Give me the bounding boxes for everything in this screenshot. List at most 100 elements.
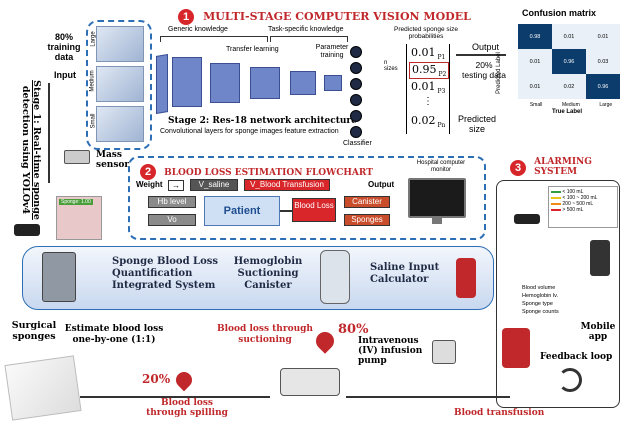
classifier-node [350, 62, 362, 74]
step-2-badge: 2 [140, 164, 156, 180]
task-knowledge-label: Task-specific knowledge [268, 26, 344, 33]
flowchart-box [128, 156, 486, 240]
legend-item: > 500 mL [551, 207, 615, 213]
size-label-small: Small [90, 113, 97, 129]
alarm-panel [496, 180, 620, 408]
cm-cell: 0.01 [518, 49, 552, 74]
canister-box: Canister [344, 196, 390, 208]
n-sizes-label: n sizes [384, 60, 398, 72]
alarm-legend: < 100 mL < 100 ~ 200 mL 200 ~ 500 mL > 5… [548, 186, 618, 228]
phone-icon [590, 240, 610, 276]
feedback-loop-label: Feedback loop [540, 352, 613, 362]
sponges-image [4, 355, 82, 421]
weight-arrow-box: → [168, 180, 184, 191]
vo-box: Vo [148, 214, 196, 226]
transfer-learning-label: Transfer learning [226, 46, 279, 53]
transfusion-label: Blood transfusion [454, 408, 545, 418]
pct-80-label: 80% [338, 322, 369, 337]
refresh-icon [558, 368, 582, 392]
blood-loss-box: Blood Loss [292, 198, 336, 222]
classifier-nodes [350, 40, 380, 150]
conv-layer [324, 75, 342, 91]
transfusion-arrow [346, 396, 510, 398]
stage1-label: Stage 1: Real-time sponge detection usin… [20, 80, 42, 220]
saline-scale-icon [456, 258, 476, 298]
medium-sponge-image [96, 66, 144, 102]
step-3-badge: 3 [510, 160, 526, 176]
classifier-node [350, 94, 362, 106]
cm-cell: 0.96 [552, 49, 586, 74]
weight-label: Weight [136, 180, 163, 189]
resnet-diagram [150, 53, 350, 115]
conv-layer [156, 53, 168, 115]
sponge-system-icon [42, 252, 76, 302]
classifier-node [350, 126, 362, 138]
prob-dots: ⋮ [423, 96, 433, 107]
camera-icon [14, 224, 40, 236]
sponges-box: Sponges [344, 214, 390, 226]
classifier-node [350, 46, 362, 58]
task-bracket [270, 36, 348, 42]
mass-sensor-icon [64, 150, 90, 164]
generic-bracket [160, 36, 268, 42]
cm-cell: 0.02 [552, 74, 586, 99]
detection-image: Sponge: 1.00 [56, 196, 102, 240]
legend-item: 200 ~ 500 mL [551, 201, 615, 207]
size-label-medium: Medium [89, 70, 96, 92]
cm-cell: 0.01 [586, 24, 620, 49]
cm-cell: 0.01 [552, 24, 586, 49]
parameter-training-label: Parameter training [315, 44, 349, 59]
classifier-node [350, 110, 362, 122]
stage2-label: Stage 2: Res-18 network architecture [168, 116, 357, 126]
confusion-title: Confusion matrix [522, 8, 597, 18]
small-sponge-image [96, 106, 144, 142]
output-flow-label: Output [368, 180, 395, 189]
cm-cell: 0.98 [518, 24, 552, 49]
conv-layer [290, 71, 316, 95]
confusion-ylabel: Predicted Label [495, 52, 502, 94]
conv-layer [210, 63, 240, 103]
legend-item: < 100 mL [551, 189, 615, 195]
generic-knowledge-label: Generic knowledge [168, 26, 228, 33]
conv-label: Convolutional layers for sponge images f… [160, 128, 339, 135]
hospital-monitor-label: Hospital computer monitor [416, 160, 466, 173]
classifier-node [350, 78, 362, 90]
v-blood-box: V_Blood Transfusion [244, 179, 330, 191]
hospital-monitor-icon [408, 178, 466, 218]
large-sponge-image [96, 26, 144, 62]
cm-cell: 0.96 [586, 74, 620, 99]
blood-bag-icon [502, 328, 530, 368]
mobile-app-label: Mobile app [580, 322, 616, 342]
output-label: Output [472, 42, 500, 52]
integrated-system-band [22, 246, 494, 310]
classifier-label: Classifier [343, 140, 372, 147]
size-label-large: Large [90, 31, 97, 47]
predicted-prob-label: Predicted sponge size probabilities [394, 26, 458, 40]
input-arrow [48, 83, 50, 183]
cm-cell: 0.01 [518, 74, 552, 99]
patient-box: Patient [204, 196, 280, 226]
pct-20-label: 20% [142, 372, 171, 386]
hb-level-box: Hb level [148, 196, 196, 208]
canister-icon [320, 250, 350, 304]
spill-arrow [80, 396, 270, 398]
testing-data-label: 20% testing data [462, 60, 506, 80]
model-title: 1 MULTI-STAGE COMPUTER VISION MODEL [178, 5, 471, 25]
predicted-size-label: Predicted size [457, 114, 497, 134]
